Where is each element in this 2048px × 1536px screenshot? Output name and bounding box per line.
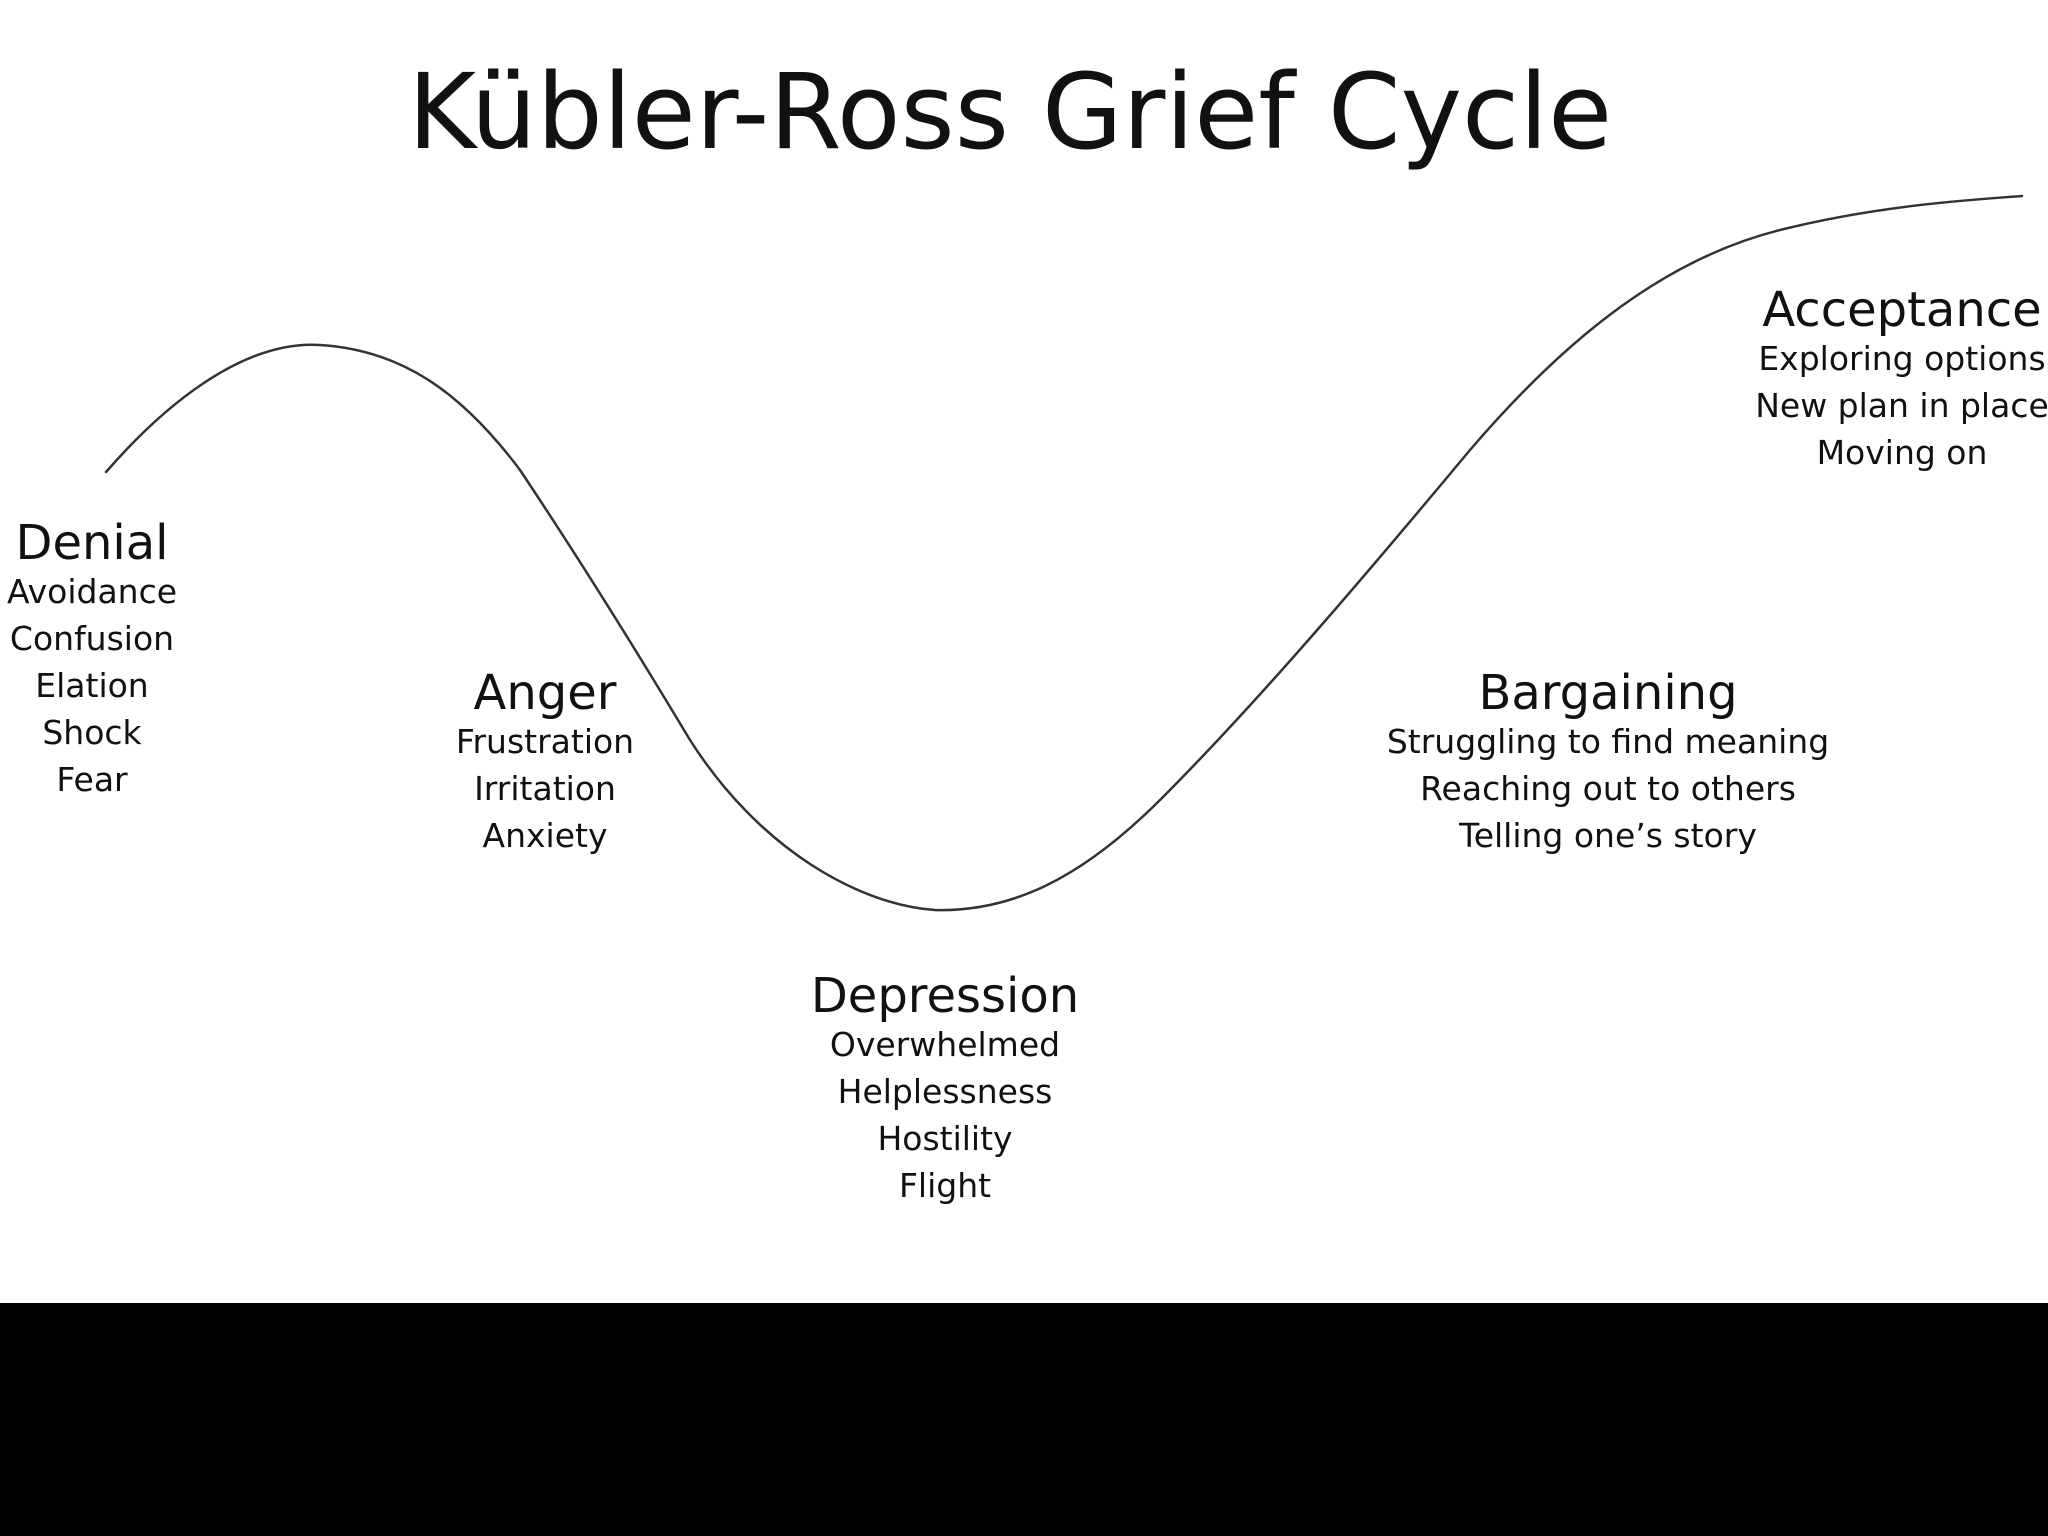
stage-anger: Anger Frustration Irritation Anxiety (245, 664, 845, 859)
stage-items-anger: Frustration Irritation Anxiety (245, 718, 845, 859)
stage-bargaining: Bargaining Struggling to find meaning Re… (1308, 664, 1908, 859)
stage-item: Exploring options (1758, 339, 2046, 378)
stage-item: Helplessness (837, 1072, 1053, 1111)
stage-items-bargaining: Struggling to find meaning Reaching out … (1308, 718, 1908, 859)
stage-name-bargaining: Bargaining (1478, 665, 1738, 721)
stage-item: Moving on (1816, 433, 1988, 472)
stage-item: Frustration (455, 722, 635, 761)
stage-item: Reaching out to others (1420, 769, 1796, 808)
stage-item: Irritation (474, 769, 616, 808)
stage-item: Hostility (877, 1119, 1013, 1158)
stage-item: Anxiety (482, 816, 608, 855)
stage-item: Elation (35, 666, 149, 705)
stage-item: Fear (56, 760, 128, 799)
stage-items-depression: Overwhelmed Helplessness Hostility Fligh… (645, 1021, 1245, 1209)
diagram-title: Kübler-Ross Grief Cycle (407, 51, 1613, 173)
stage-item: Struggling to find meaning (1386, 722, 1830, 761)
grief-curve-line (104, 194, 2024, 912)
stage-item: Shock (42, 713, 142, 752)
stage-name-acceptance: Acceptance (1762, 282, 2042, 338)
stage-items-acceptance: Exploring options New plan in place Movi… (1602, 335, 2048, 476)
stage-depression: Depression Overwhelmed Helplessness Host… (645, 967, 1245, 1209)
stage-name-anger: Anger (473, 665, 617, 721)
stage-item: Telling one’s story (1459, 816, 1757, 855)
stage-item: New plan in place (1755, 386, 2048, 425)
stage-denial: Denial Avoidance Confusion Elation Shock… (0, 514, 392, 803)
stage-item: Flight (898, 1166, 992, 1205)
stage-name-depression: Depression (810, 968, 1080, 1024)
stage-acceptance: Acceptance Exploring options New plan in… (1602, 281, 2048, 476)
stage-item: Avoidance (6, 572, 178, 611)
stage-item: Overwhelmed (829, 1025, 1061, 1064)
stage-item: Confusion (9, 619, 175, 658)
stage-name-denial: Denial (15, 515, 169, 571)
bottom-black-bar (0, 1303, 2048, 1536)
stage-items-denial: Avoidance Confusion Elation Shock Fear (0, 568, 392, 803)
